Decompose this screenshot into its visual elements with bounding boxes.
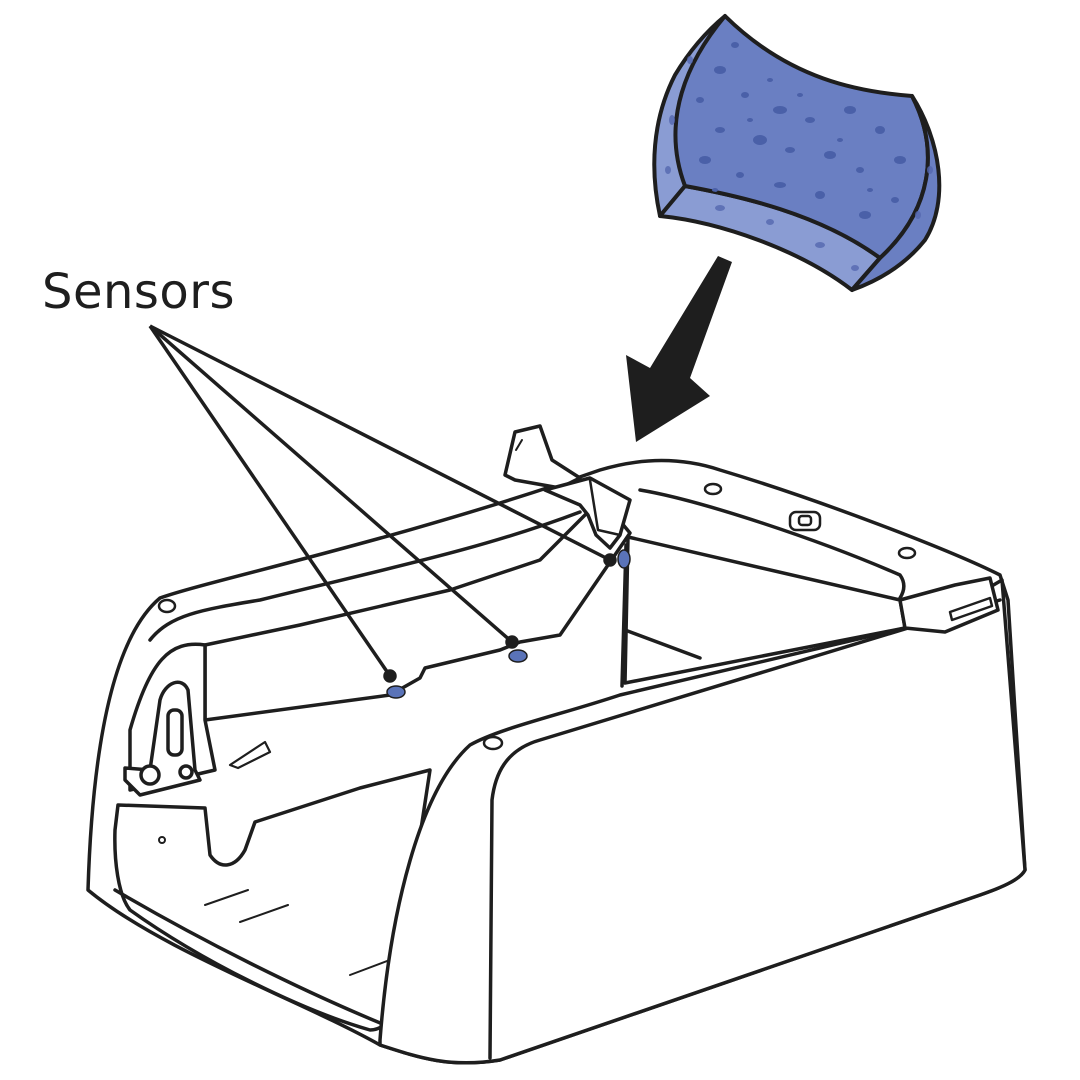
sponge-illustration (652, 14, 942, 292)
center-hook (543, 476, 632, 550)
sensor-3 (617, 549, 631, 569)
sensor-callout-lines (148, 324, 617, 683)
device-base-illustration (86, 424, 1027, 1065)
top-bracket (503, 424, 582, 490)
sponge-pores (696, 42, 906, 219)
insert-arrow (626, 256, 732, 442)
sensor-1 (386, 685, 406, 699)
mounting-holes (157, 482, 917, 751)
top-button (788, 510, 822, 532)
sensors-group (386, 549, 631, 699)
device-left-opening (113, 768, 432, 1032)
right-bracket (898, 576, 1000, 634)
sensor-2 (508, 649, 528, 663)
sensors-label: Sensors (42, 264, 236, 320)
device-top-rim (148, 510, 582, 642)
